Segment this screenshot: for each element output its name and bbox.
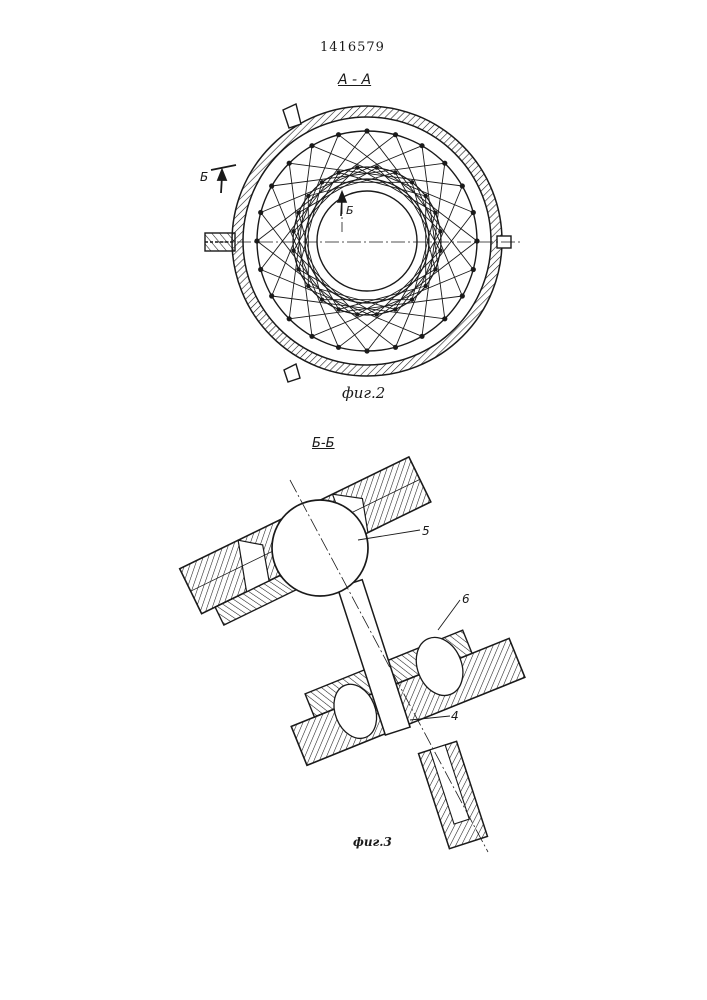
rod-end-sleeve: [419, 741, 488, 848]
callout-5: 5: [422, 524, 430, 538]
figure-3-caption: фиг.3: [353, 835, 392, 849]
lower-plate: [280, 611, 525, 766]
ball-part-5: [272, 500, 368, 596]
callout-6: 6: [462, 592, 470, 606]
callout-4: 4: [451, 709, 459, 723]
